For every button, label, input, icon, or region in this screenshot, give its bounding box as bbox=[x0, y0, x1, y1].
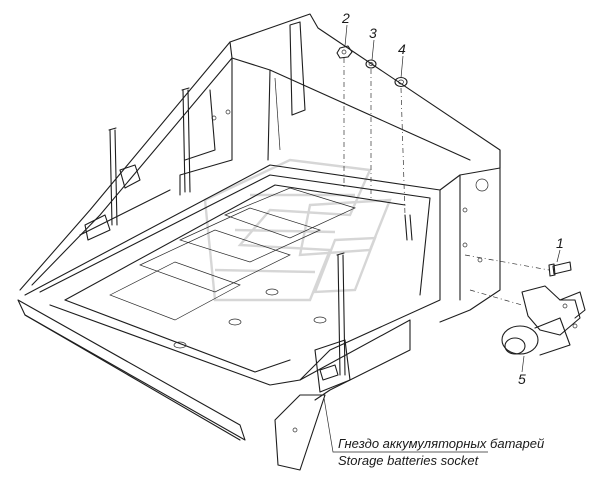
callout-4: 4 bbox=[398, 41, 406, 57]
switch-5 bbox=[501, 285, 586, 356]
washer-4 bbox=[394, 76, 408, 88]
watermark-logo bbox=[203, 158, 392, 302]
bolt-1 bbox=[548, 261, 572, 277]
caption-en: Storage batteries socket bbox=[338, 453, 480, 468]
leader-5 bbox=[521, 355, 525, 373]
leader-4 bbox=[400, 55, 404, 79]
nut-2 bbox=[336, 45, 353, 59]
caption-ru: Гнездо аккумуляторных батарей bbox=[338, 436, 544, 451]
callout-1: 1 bbox=[556, 235, 564, 251]
axis-line-1 bbox=[464, 254, 550, 271]
callout-2: 2 bbox=[341, 10, 350, 26]
battery-box bbox=[17, 13, 501, 471]
caption-leader bbox=[323, 397, 488, 453]
leader-3 bbox=[371, 39, 375, 61]
washer-3 bbox=[365, 59, 377, 69]
axis-line-5 bbox=[469, 289, 523, 306]
callout-3: 3 bbox=[369, 25, 377, 41]
axis-line-4 bbox=[400, 87, 406, 216]
leader-2 bbox=[344, 24, 348, 47]
leader-1 bbox=[556, 249, 561, 263]
callout-5: 5 bbox=[518, 371, 526, 387]
